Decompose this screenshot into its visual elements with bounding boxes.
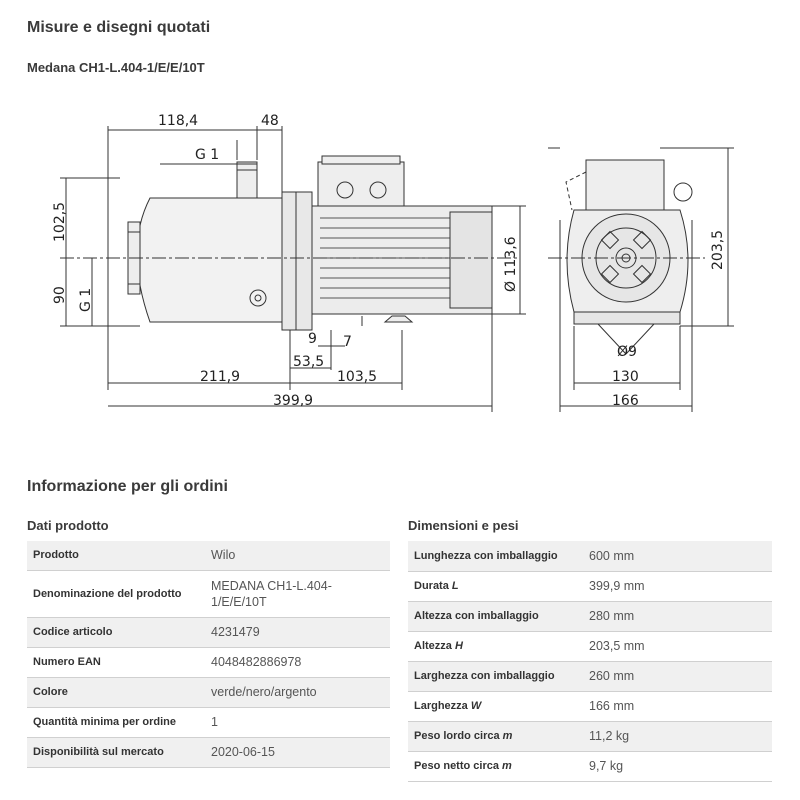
row-label: Disponibilità sul mercato bbox=[27, 737, 210, 768]
table-row: Durata L 399,9 mm bbox=[408, 571, 772, 602]
row-label: Codice articolo bbox=[27, 617, 210, 648]
row-value: 280 mm bbox=[588, 601, 772, 632]
row-value: 11,2 kg bbox=[588, 721, 772, 752]
row-value: 203,5 mm bbox=[588, 631, 772, 662]
dim-pump-length: 211,9 bbox=[200, 369, 240, 385]
product-data-title: Dati prodotto bbox=[27, 518, 109, 533]
dim-motor-diameter: Ø 113,6 bbox=[503, 236, 519, 292]
row-label: Altezza H bbox=[408, 631, 588, 662]
dimension-drawing: 118,4 48 G 1 102,5 90 G 1 9 7 53,5 103,5… bbox=[52, 113, 734, 412]
row-value: 166 mm bbox=[588, 691, 772, 722]
row-label: Larghezza con imballaggio bbox=[408, 661, 588, 692]
dim-top-width: 118,4 bbox=[158, 113, 198, 129]
dim-connection-side: G 1 bbox=[78, 288, 94, 312]
dimensions-title: Dimensioni e pesi bbox=[408, 518, 519, 533]
row-label: Larghezza W bbox=[408, 691, 588, 722]
product-data-table: Prodotto Wilo Denominazione del prodotto… bbox=[27, 541, 390, 768]
dim-foot-width: 130 bbox=[612, 369, 639, 385]
dim-height-upper: 102,5 bbox=[52, 202, 68, 242]
dim-total-height: 203,5 bbox=[710, 230, 726, 270]
row-value: 4048482886978 bbox=[210, 647, 390, 678]
dim-height-lower: 90 bbox=[52, 286, 68, 304]
table-row: Quantità minima per ordine 1 bbox=[27, 707, 390, 738]
dim-hole-diameter: Ø9 bbox=[617, 344, 637, 360]
row-value: verde/nero/argento bbox=[210, 677, 390, 708]
row-label: Peso lordo circa m bbox=[408, 721, 588, 752]
dim-foot-to-end: 103,5 bbox=[337, 369, 377, 385]
row-value: 600 mm bbox=[588, 541, 772, 572]
table-row: Codice articolo 4231479 bbox=[27, 617, 390, 648]
dim-connection-top: G 1 bbox=[195, 147, 219, 163]
dim-total-width: 166 bbox=[612, 393, 639, 409]
row-label: Lunghezza con imballaggio bbox=[408, 541, 588, 572]
table-row: Altezza con imballaggio 280 mm bbox=[408, 601, 772, 632]
table-row: Prodotto Wilo bbox=[27, 541, 390, 571]
table-row: Peso netto circa m 9,7 kg bbox=[408, 751, 772, 782]
row-label: Peso netto circa m bbox=[408, 751, 588, 782]
table-row: Peso lordo circa m 11,2 kg bbox=[408, 721, 772, 752]
dim-total-length: 399,9 bbox=[273, 393, 313, 409]
ordering-title: Informazione per gli ordini bbox=[27, 478, 228, 495]
row-label: Quantità minima per ordine bbox=[27, 707, 210, 738]
dimensions-table: Lunghezza con imballaggio 600 mm Durata … bbox=[408, 541, 772, 782]
model-subtitle: Medana CH1-L.404-1/E/E/10T bbox=[27, 60, 205, 75]
table-row: Altezza H 203,5 mm bbox=[408, 631, 772, 662]
row-value: 1 bbox=[210, 707, 390, 738]
table-row: Disponibilità sul mercato 2020-06-15 bbox=[27, 737, 390, 768]
table-row: Larghezza con imballaggio 260 mm bbox=[408, 661, 772, 692]
table-row: Numero EAN 4048482886978 bbox=[27, 647, 390, 678]
row-value: Wilo bbox=[210, 541, 390, 571]
dim-top-small: 48 bbox=[261, 113, 279, 129]
page-title: Misure e disegni quotati bbox=[27, 19, 211, 36]
row-value: 260 mm bbox=[588, 661, 772, 692]
article-code-link[interactable]: 4231479 bbox=[210, 617, 390, 648]
row-value: MEDANA CH1-L.404-1/E/E/10T bbox=[210, 570, 390, 618]
dim-foot-offset: 53,5 bbox=[293, 354, 324, 370]
table-row: Larghezza W 166 mm bbox=[408, 691, 772, 722]
table-row: Lunghezza con imballaggio 600 mm bbox=[408, 541, 772, 572]
table-row: Colore verde/nero/argento bbox=[27, 677, 390, 708]
row-label: Numero EAN bbox=[27, 647, 210, 678]
table-row: Denominazione del prodotto MEDANA CH1-L.… bbox=[27, 570, 390, 618]
row-label: Prodotto bbox=[27, 541, 210, 571]
row-label: Denominazione del prodotto bbox=[27, 570, 210, 618]
dim-foot-height: 7 bbox=[343, 334, 352, 350]
row-value: 9,7 kg bbox=[588, 751, 772, 782]
row-value: 2020-06-15 bbox=[210, 737, 390, 768]
dim-gap: 9 bbox=[308, 331, 317, 347]
row-value: 399,9 mm bbox=[588, 571, 772, 602]
row-label: Durata L bbox=[408, 571, 588, 602]
row-label: Altezza con imballaggio bbox=[408, 601, 588, 632]
row-label: Colore bbox=[27, 677, 210, 708]
